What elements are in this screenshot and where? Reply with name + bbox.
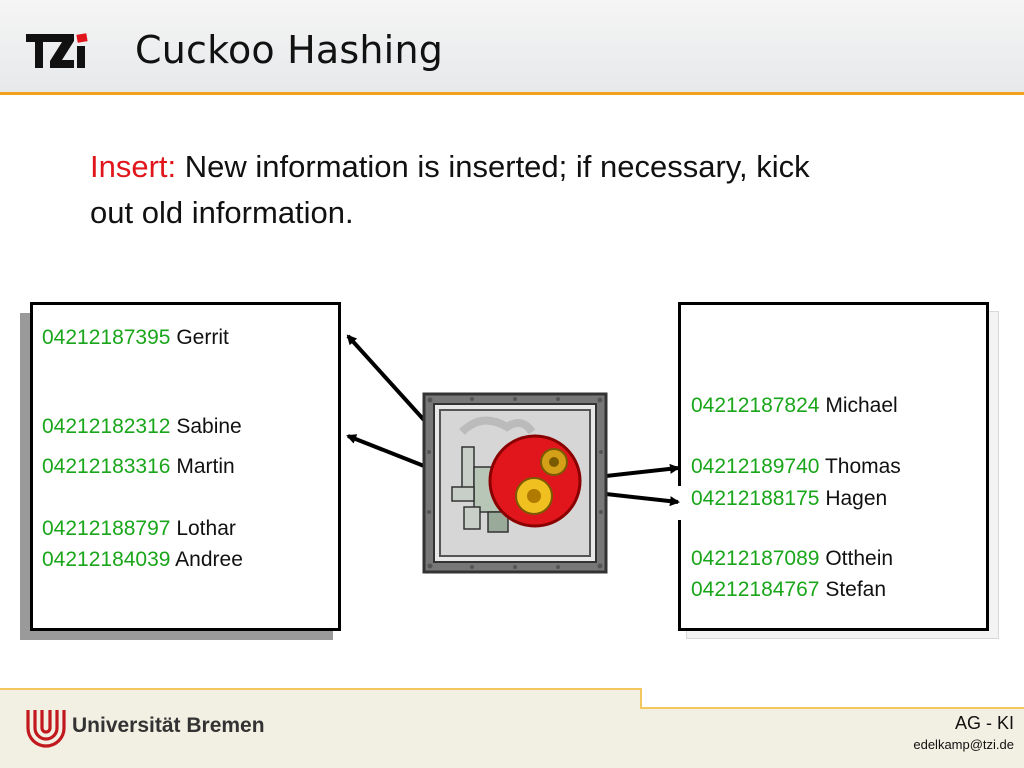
footer-email: edelkamp@tzi.de — [913, 737, 1014, 752]
insert-keyword: Insert: — [90, 149, 177, 184]
list-item: 04212187089 Otthein — [691, 547, 893, 571]
person-name: Andree — [175, 548, 243, 571]
list-item: 04212188175 Hagen — [691, 487, 887, 511]
footer-group: AG - KI — [954, 713, 1014, 733]
machine-gears-icon — [422, 392, 608, 574]
list-item: 04212182312 Sabine — [42, 415, 242, 439]
footer-line-right — [640, 707, 1024, 709]
footer-right-top — [642, 688, 1024, 707]
phone-number: 04212187824 — [691, 394, 820, 417]
person-name: Hagen — [825, 487, 888, 510]
person-name: Michael — [825, 394, 898, 417]
phone-number: 04212187395 — [42, 326, 171, 349]
page-title: Cuckoo Hashing — [135, 28, 444, 72]
phone-number: 04212187089 — [691, 547, 820, 570]
intro-text: Insert: New information is inserted; if … — [90, 144, 970, 236]
university-name: Universität Bremen — [72, 714, 265, 737]
university-bremen-logo-icon — [26, 710, 66, 748]
footer-line-left — [0, 688, 640, 690]
list-item: 04212187395 Gerrit — [42, 326, 229, 350]
header-divider — [0, 92, 1024, 95]
intro-line-1: New information is inserted; if necessar… — [184, 149, 810, 184]
tzi-logo — [26, 33, 88, 68]
arrow-to-sabine — [346, 434, 425, 468]
person-name: Sabine — [176, 415, 242, 438]
phone-number: 04212188797 — [42, 517, 171, 540]
person-name: Lothar — [176, 517, 236, 540]
phone-number: 04212184767 — [691, 578, 820, 601]
person-name: Gerrit — [176, 326, 229, 349]
arrow-to-thomas — [605, 463, 680, 478]
list-item: 04212189740 Thomas — [691, 455, 901, 479]
footer-line-step — [640, 688, 642, 708]
person-name: Martin — [176, 455, 235, 478]
arrow-to-gerrit — [346, 334, 426, 422]
right-table-notch — [676, 486, 684, 520]
arrow-to-hagen — [605, 492, 680, 507]
phone-number: 04212182312 — [42, 415, 171, 438]
phone-number: 04212183316 — [42, 455, 171, 478]
right-hash-table — [678, 302, 989, 631]
person-name: Stefan — [825, 578, 887, 601]
person-name: Otthein — [825, 547, 894, 570]
list-item: 04212183316 Martin — [42, 455, 235, 479]
slide-header — [0, 0, 1024, 95]
list-item: 04212187824 Michael — [691, 394, 898, 418]
phone-number: 04212184039 — [42, 548, 171, 571]
list-item: 04212184767 Stefan — [691, 578, 886, 602]
left-hash-table — [30, 302, 341, 631]
list-item: 04212184039 Andree — [42, 548, 243, 572]
phone-number: 04212189740 — [691, 455, 820, 478]
person-name: Thomas — [824, 455, 901, 478]
list-item: 04212188797 Lothar — [42, 517, 236, 541]
phone-number: 04212188175 — [691, 487, 820, 510]
intro-line-2: out old information. — [90, 195, 354, 230]
